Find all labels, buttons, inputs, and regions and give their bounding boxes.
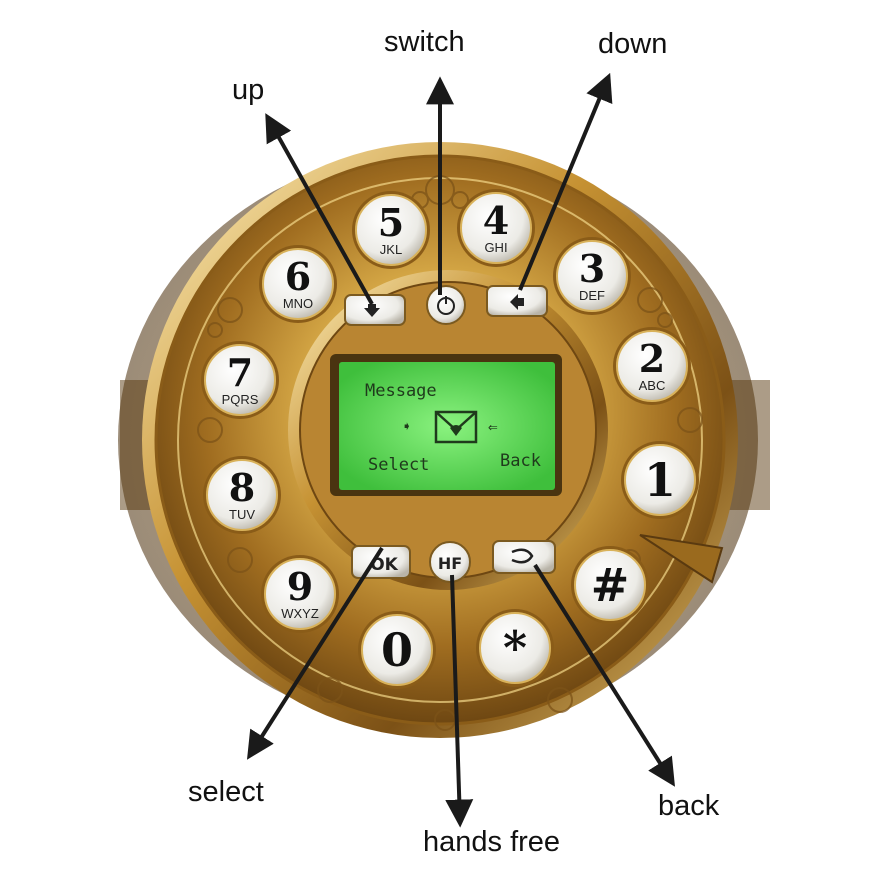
key-digit: 2 [639,336,665,381]
select-callout: select [188,776,264,808]
key-digit: 5 [378,200,404,245]
lcd-title: Message [365,381,437,401]
key-digit: 7 [227,350,253,395]
key-letters: DEF [579,288,605,303]
up-arrow [265,113,374,305]
key-letters: MNO [283,296,313,311]
key-digit: # [591,558,630,612]
switch-key[interactable] [426,285,466,325]
up-key[interactable] [344,294,406,326]
key-digit: 3 [579,246,605,291]
key-1[interactable]: 1 [621,441,699,519]
lcd-arrow-right-icon: ➧ [402,417,412,436]
down-arrow [518,72,613,291]
hf-key[interactable]: HF [429,541,471,583]
down-key[interactable] [486,285,548,317]
back-callout: back [658,790,720,822]
callout-arrows [246,72,675,828]
lcd-right-softkey: Back [500,451,541,471]
key-letters: ABC [639,378,666,393]
key-digit: 4 [483,198,509,243]
back-key[interactable] [492,540,556,574]
envelope-icon [434,410,478,444]
hook-lever [639,534,724,584]
select-arrow [246,546,384,760]
lcd-arrow-left-icon: ⇐ [488,417,498,436]
key-0[interactable]: 0 [358,611,436,689]
up-callout: up [232,74,265,106]
key-star[interactable]: * [476,609,554,687]
lcd-left-softkey: Select [368,455,429,475]
key-letters: GHI [484,240,507,255]
hands-free-callout: hands free [423,826,561,858]
key-digit: 1 [644,453,676,507]
key-digit: 6 [285,254,311,299]
key-letters: PQRS [222,392,259,407]
key-digit: 0 [381,623,413,677]
key-letters: TUV [229,507,255,522]
ok-label: OK [370,555,398,575]
filigree-decoration [197,175,703,731]
lcd-screen [339,362,555,490]
hf-label: HF [438,554,462,573]
switch-callout: switch [384,26,465,58]
key-digit: * [503,621,527,675]
key-digit: 8 [229,465,255,510]
key-digit: 9 [287,564,313,609]
back-arrow [533,563,675,787]
hands-free-arrow [445,574,474,828]
down-callout: down [598,28,668,60]
key-letters: JKL [380,242,402,257]
key-hash[interactable]: # [571,546,649,624]
key-letters: WXYZ [281,606,319,621]
